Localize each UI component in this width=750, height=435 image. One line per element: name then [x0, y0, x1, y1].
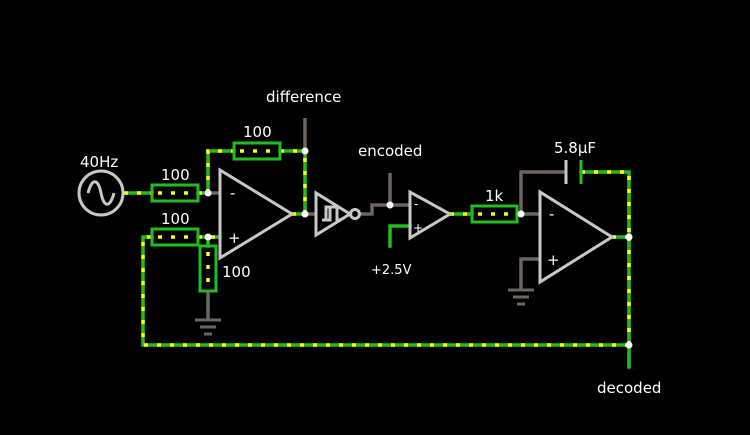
r1-label: 100 — [161, 166, 190, 184]
source-frequency-label: 40Hz — [80, 153, 118, 171]
opamp2-minus-symbol: - — [549, 205, 554, 223]
comparator-minus-symbol: - — [414, 197, 418, 211]
resistor-r2[interactable] — [232, 141, 282, 161]
r3-label: 100 — [161, 210, 190, 228]
r4-label: 100 — [222, 263, 251, 281]
junction-nodes — [204, 147, 633, 349]
resistor-r1[interactable] — [150, 183, 200, 203]
resistor-r3[interactable] — [150, 227, 200, 247]
ground-icon — [195, 318, 221, 336]
schmitt-inverter[interactable] — [314, 190, 361, 238]
resistor-r4[interactable] — [198, 244, 218, 293]
r5-label: 1k — [485, 187, 504, 205]
opamp2-plus-symbol: + — [547, 251, 560, 269]
opamp1-plus-symbol: + — [228, 229, 241, 247]
difference-opamp[interactable] — [218, 167, 295, 261]
encoded-probe-label: encoded — [358, 142, 422, 160]
r2-label: 100 — [243, 123, 272, 141]
decoded-probe-label: decoded — [597, 379, 661, 397]
capacitor-label: 5.8µF — [554, 139, 596, 157]
integrator-opamp[interactable] — [538, 189, 615, 285]
reference-voltage-label: +2.5V — [371, 263, 412, 278]
resistor-r5[interactable] — [470, 204, 519, 224]
capacitor[interactable] — [564, 160, 583, 184]
opamp1-minus-symbol: - — [230, 184, 235, 202]
difference-probe-label: difference — [266, 88, 341, 106]
ac-source-icon[interactable] — [77, 169, 125, 217]
comparator[interactable] — [408, 189, 454, 241]
ground-icon — [508, 288, 534, 306]
comparator-plus-symbol: + — [413, 221, 423, 235]
